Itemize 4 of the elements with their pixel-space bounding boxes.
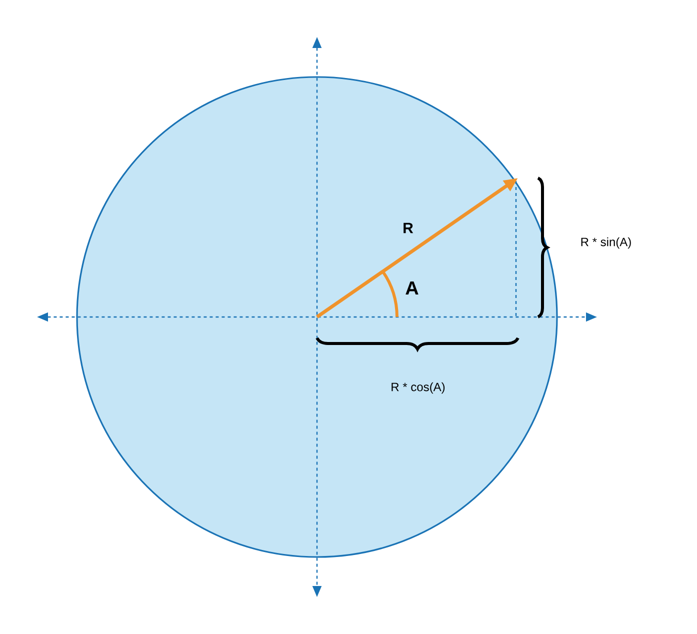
angle-label: A — [406, 281, 418, 295]
vector-label: R — [404, 222, 414, 234]
dimension-label: R * cos(A) — [392, 382, 445, 394]
dimension-label: R * sin(A) — [581, 237, 631, 249]
